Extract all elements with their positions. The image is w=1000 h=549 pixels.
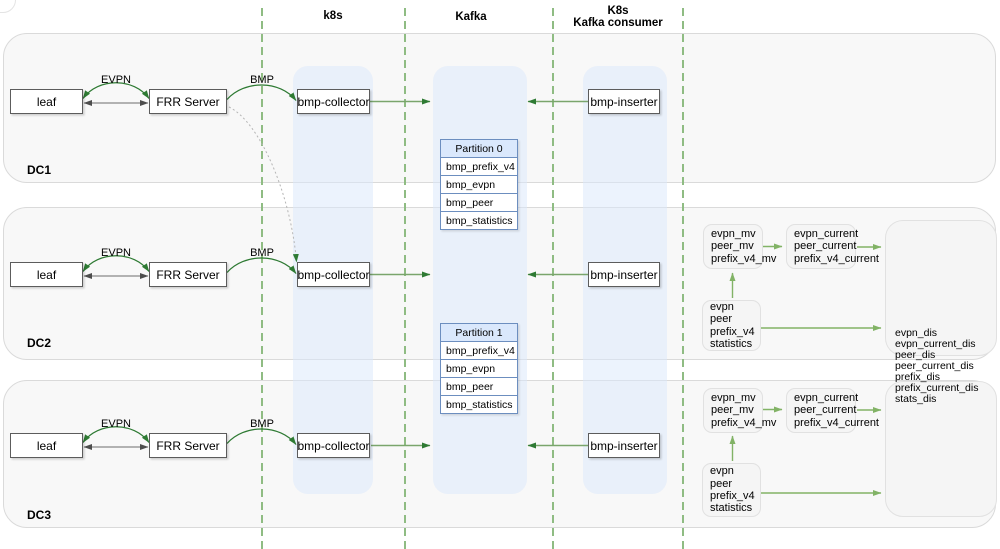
kafka-lane-header: Kafka (455, 11, 487, 23)
mv-tables-box-dc2: evpn_mv peer_mv prefix_v4_mv (703, 224, 777, 269)
current-table-name: peer_current (794, 404, 857, 417)
distributed-table-name: stats_dis (895, 393, 937, 405)
distributed-table-name: prefix_dis (895, 371, 940, 383)
distributed-table-name: peer_dis (895, 349, 936, 361)
leaf-node-dc3: leaf (10, 433, 83, 458)
kafka-consumer-lane-header-line2: Kafka consumer (573, 17, 663, 29)
partition-1-topic-row: bmp_statistics (441, 395, 517, 413)
raw-table-name: peer (710, 313, 733, 326)
raw-table-name: evpn (710, 300, 734, 313)
distributed-table-name: prefix_current_dis (895, 382, 979, 394)
raw-tables-box-dc3: evpn peer prefix_v4 statistics (702, 463, 761, 517)
bmp-inserter-node-dc3: bmp-inserter (588, 433, 660, 458)
partition-0-topic-row: bmp_peer (441, 193, 517, 211)
frr-server-node-dc1: FRR Server (149, 89, 227, 114)
current-table-name: prefix_v4_current (794, 252, 879, 265)
bmp-edge-label-dc2: BMP (250, 247, 274, 259)
raw-tables-box-dc2: evpn peer prefix_v4 statistics (702, 300, 761, 351)
bmp-arrow-dc2 (226, 257, 297, 274)
current-table-name: evpn_current (794, 392, 859, 405)
raw-table-name: evpn (710, 465, 734, 478)
evpn-edge-label-dc1: EVPN (101, 74, 131, 86)
raw-table-name: statistics (710, 337, 753, 350)
current-table-name: evpn_current (794, 228, 859, 241)
partition-0-topic-row: bmp_prefix_v4 (441, 157, 517, 175)
failover-dotted-link-dc1-to-dc2-collector (228, 106, 299, 263)
partition-1-topic-row: bmp_prefix_v4 (441, 341, 517, 359)
partition-0-topic-row: bmp_statistics (441, 211, 517, 229)
current-table-name: peer_current (794, 240, 857, 253)
dc3-label: DC3 (27, 508, 52, 522)
bmp-collector-node-dc1: bmp-collector (297, 89, 370, 114)
bmp-inserter-node-dc2: bmp-inserter (588, 262, 660, 287)
bmp-inserter-node-dc1: bmp-inserter (588, 89, 660, 114)
frr-server-node-dc2: FRR Server (149, 262, 227, 287)
bmp-collector-node-dc3: bmp-collector (297, 433, 370, 458)
evpn-arrow-dc1 (82, 82, 150, 99)
kafka-partition-0-table: Partition 0 bmp_prefix_v4 bmp_evpn bmp_p… (440, 139, 518, 230)
partition-0-header: Partition 0 (441, 140, 517, 157)
current-tables-box-dc3: evpn_current peer_current prefix_v4_curr… (786, 388, 879, 433)
dc1-label: DC1 (27, 163, 52, 177)
raw-table-name: prefix_v4 (710, 325, 755, 338)
partition-0-topic-row: bmp_evpn (441, 175, 517, 193)
leaf-node-dc2: leaf (10, 262, 83, 287)
mv-table-name: evpn_mv (711, 392, 756, 405)
k8s-lane-header: k8s (323, 10, 343, 22)
evpn-edge-label-dc2: EVPN (101, 247, 131, 259)
mv-table-name: evpn_mv (711, 228, 756, 241)
dc2-label: DC2 (27, 336, 52, 350)
distributed-table-name: evpn_current_dis (895, 338, 976, 350)
distributed-db-box-dc3 (885, 381, 997, 517)
distributed-db-box-dc2 (885, 220, 997, 356)
kafka-partition-1-table: Partition 1 bmp_prefix_v4 bmp_evpn bmp_p… (440, 323, 518, 414)
evpn-arrow-dc2 (82, 255, 150, 272)
mv-table-name: peer_mv (711, 240, 754, 253)
raw-table-name: peer (710, 477, 733, 490)
raw-table-name: statistics (710, 502, 753, 515)
evpn-edge-label-dc3: EVPN (101, 418, 131, 430)
bmp-edge-label-dc3: BMP (250, 418, 274, 430)
partition-1-header: Partition 1 (441, 324, 517, 341)
raw-table-name: prefix_v4 (710, 490, 755, 502)
current-tables-box-dc2: evpn_current peer_current prefix_v4_curr… (786, 224, 879, 269)
partition-1-topic-row: bmp_evpn (441, 359, 517, 377)
frr-server-node-dc3: FRR Server (149, 433, 227, 458)
kafka-consumer-lane-header-line1: K8s (607, 5, 629, 17)
bmp-arrow-dc1 (226, 84, 297, 101)
current-table-name: prefix_v4_current (794, 416, 879, 429)
mv-table-name: peer_mv (711, 404, 754, 417)
distributed-tables-list: evpn_dis evpn_current_dis peer_dis peer_… (895, 328, 999, 405)
bmp-collector-node-dc2: bmp-collector (297, 262, 370, 287)
mv-table-name: prefix_v4_mv (711, 416, 777, 429)
mv-tables-box-dc3: evpn_mv peer_mv prefix_v4_mv (703, 388, 777, 433)
evpn-arrow-dc3 (82, 426, 150, 443)
leaf-node-dc1: leaf (10, 89, 83, 114)
kafka-lane-container (433, 66, 527, 494)
partition-1-topic-row: bmp_peer (441, 377, 517, 395)
distributed-table-name: peer_current_dis (895, 360, 974, 372)
mv-table-name: prefix_v4_mv (711, 252, 777, 265)
bmp-arrow-dc3 (226, 428, 297, 445)
distributed-table-name: evpn_dis (895, 327, 938, 339)
bmp-edge-label-dc1: BMP (250, 74, 274, 86)
